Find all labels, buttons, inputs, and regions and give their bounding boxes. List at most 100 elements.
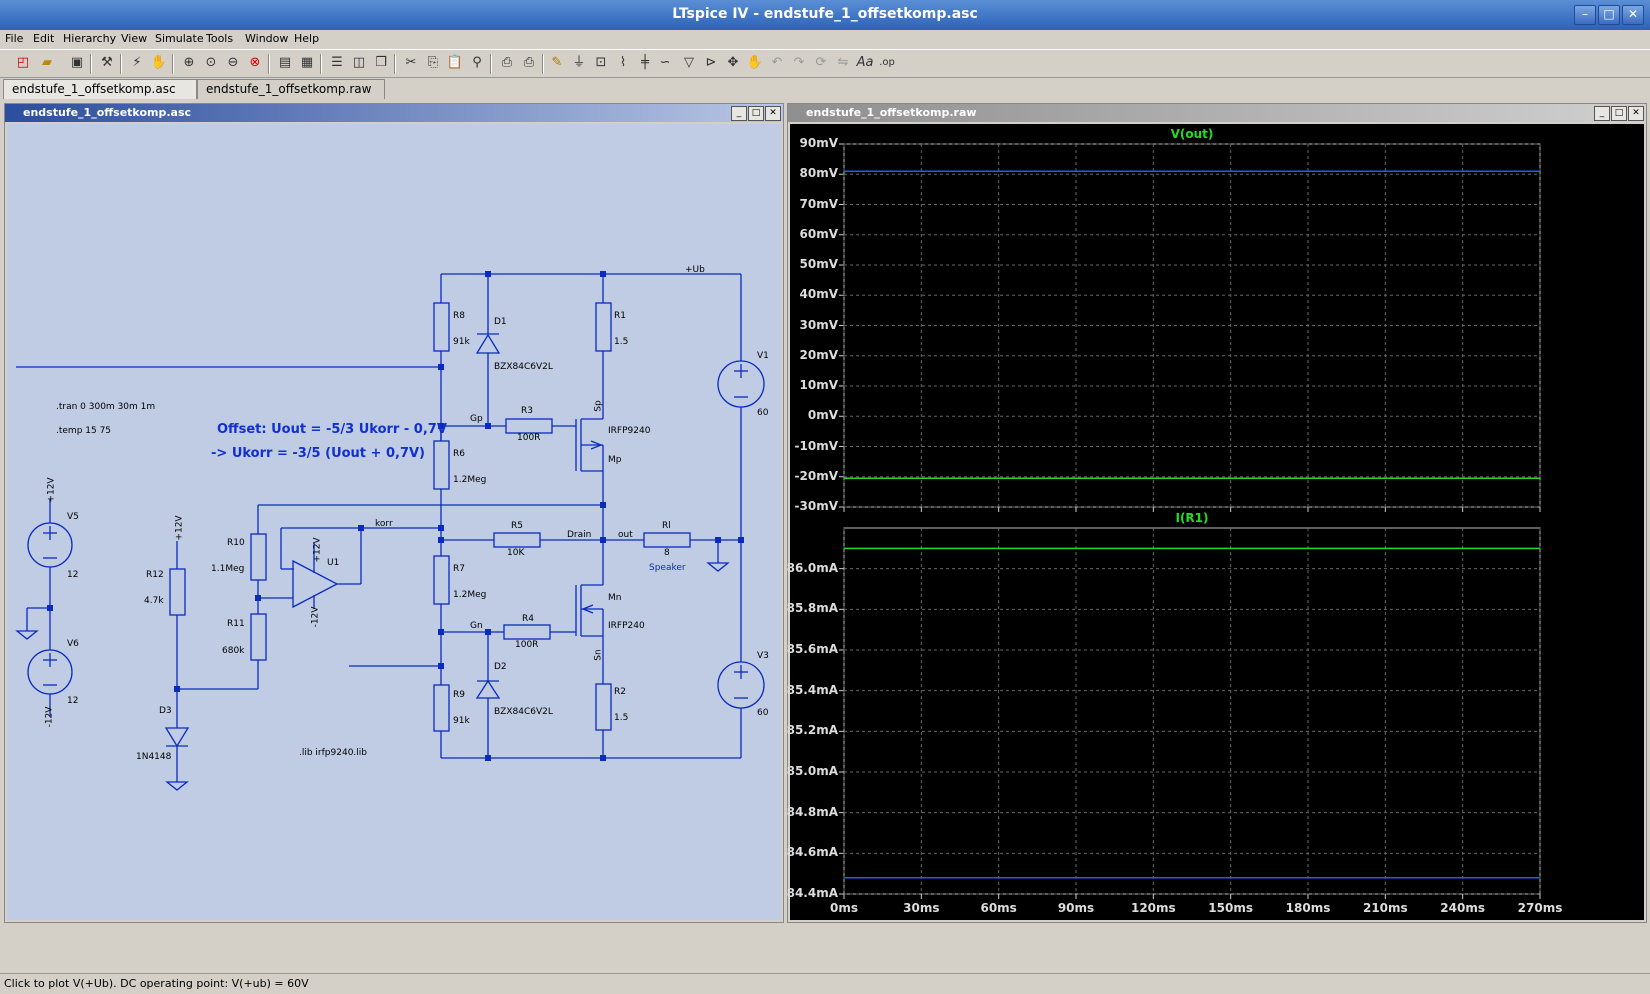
menu-edit[interactable]: Edit — [33, 32, 55, 45]
wire-icon[interactable]: ✎ — [551, 55, 563, 70]
label-V6-value: 12 — [67, 696, 79, 706]
cascade-icon[interactable]: ❐ — [375, 55, 387, 70]
menu-help[interactable]: Help — [294, 32, 320, 45]
label-korr: korr — [375, 519, 393, 529]
grid-icon[interactable]: ▦ — [300, 55, 314, 70]
open-icon[interactable]: ▰ — [42, 55, 52, 70]
cut-icon[interactable]: ✂ — [405, 55, 417, 70]
schematic-maximize-button[interactable]: □ — [748, 106, 764, 121]
zoom-in-icon[interactable]: ⊕ — [183, 55, 195, 70]
label-R11-value: 680k — [222, 646, 245, 656]
pan-icon[interactable]: ⊙ — [205, 55, 217, 70]
label-V5-value: 12 — [67, 570, 79, 580]
autorange-icon[interactable]: ▤ — [278, 55, 292, 70]
directive-temp[interactable]: .temp 15 75 — [56, 426, 112, 436]
label-R1: R1 — [614, 311, 626, 321]
label-V1-value: 60 — [757, 408, 769, 418]
menu-file[interactable]: File — [5, 32, 24, 45]
label-R8-value: 91k — [453, 337, 470, 347]
toolbar-separator — [490, 54, 492, 74]
toolbar: ◰ ▰ ▣ ⚒ ⚡ ✋ ⊕ ⊙ ⊖ ⊗ ▤ ▦ ☰ ◫ ❐ ✂ ⎘ 📋 ⚲ ⎙ … — [0, 49, 1650, 78]
run-icon[interactable]: ⚡ — [132, 55, 142, 70]
halt-icon[interactable]: ✋ — [150, 55, 168, 70]
waveform-minimize-button[interactable]: _ — [1594, 106, 1610, 121]
label-V5-supply: +12V — [46, 477, 57, 503]
copy-icon[interactable]: ⎘ — [427, 55, 439, 70]
zoom-out-icon[interactable]: ⊖ — [227, 55, 239, 70]
ground-icon[interactable]: ⏚ — [572, 55, 586, 70]
capacitor-icon[interactable]: ╪ — [641, 55, 649, 70]
schematic-close-button[interactable]: ✕ — [765, 106, 781, 121]
minimize-button[interactable]: – — [1574, 5, 1596, 25]
rotate-icon[interactable]: ⟳ — [815, 55, 827, 70]
label-V1: V1 — [757, 351, 769, 361]
drag-icon[interactable]: ✋ — [746, 55, 764, 70]
toolbar-separator — [320, 54, 322, 74]
tab-schematic[interactable]: endstufe_1_offsetkomp.asc — [3, 79, 197, 99]
label-R9: R9 — [453, 690, 465, 700]
print-icon[interactable]: ⎙ — [523, 55, 535, 70]
tab-bar: endstufe_1_offsetkomp.asc endstufe_1_off… — [0, 78, 1650, 100]
label-R6: R6 — [453, 449, 465, 459]
tab-waveform[interactable]: endstufe_1_offsetkomp.raw — [197, 79, 385, 99]
diode-icon[interactable]: ▽ — [684, 55, 694, 70]
label-Speaker: Speaker — [649, 563, 686, 573]
component-icon[interactable]: ⊳ — [705, 55, 717, 70]
find-icon[interactable]: ⚲ — [472, 55, 482, 70]
schematic-window: endstufe_1_offsetkomp.asc _ □ ✕ — [4, 103, 784, 923]
spice-directive-icon[interactable]: .op — [879, 57, 895, 68]
menu-simulate[interactable]: Simulate — [155, 32, 204, 45]
tile-horizontal-icon[interactable]: ☰ — [331, 55, 343, 70]
tile-vertical-icon[interactable]: ◫ — [352, 55, 366, 70]
menu-hierarchy[interactable]: Hierarchy — [63, 32, 117, 45]
waveform-close-button[interactable]: ✕ — [1628, 106, 1644, 121]
toolbar-separator — [90, 54, 92, 74]
new-schematic-icon[interactable]: ◰ — [16, 55, 30, 70]
waveform-maximize-button[interactable]: □ — [1611, 106, 1627, 121]
comment-offset[interactable]: Offset: Uout = -5/3 Ukorr - 0,7V — [217, 422, 447, 437]
menu-view[interactable]: View — [121, 32, 148, 45]
paste-icon[interactable]: 📋 — [446, 55, 464, 70]
move-icon[interactable]: ✥ — [727, 55, 739, 70]
label-R7-value: 1.2Meg — [453, 590, 487, 600]
label-D1: D1 — [494, 317, 507, 327]
waveform-plots[interactable] — [790, 124, 1644, 920]
status-bar: Click to plot V(+Ub). DC operating point… — [0, 973, 1650, 994]
window-title: LTspice IV - endstufe_1_offsetkomp.asc — [672, 6, 978, 22]
control-panel-icon[interactable]: ⚒ — [101, 55, 113, 70]
label-R4-value: 100R — [515, 640, 539, 650]
text-icon[interactable]: Aa — [856, 55, 874, 70]
label-Gn: Gn — [470, 621, 483, 631]
toolbar-separator — [120, 54, 122, 74]
comment-ukorr[interactable]: -> Ukorr = -3/5 (Uout + 0,7V) — [211, 446, 425, 461]
label-R7: R7 — [453, 564, 465, 574]
label-R2-value: 1.5 — [614, 713, 629, 723]
label-R12-value: 4.7k — [144, 596, 164, 606]
close-button[interactable]: ✕ — [1622, 5, 1644, 25]
inductor-icon[interactable]: ∽ — [659, 55, 671, 70]
directive-lib[interactable]: .lib irfp9240.lib — [299, 748, 367, 758]
directive-tran[interactable]: .tran 0 300m 30m 1m — [56, 402, 156, 412]
label-D3: D3 — [159, 706, 172, 716]
label-U1: U1 — [327, 558, 340, 568]
label-V3: V3 — [757, 651, 769, 661]
undo-icon[interactable]: ↶ — [771, 55, 783, 70]
label-net-icon[interactable]: ⊡ — [595, 55, 607, 70]
schematic-labels: R8 91k D1 BZX84C6V2L R1 1.5 V1 60 +Ub Sp… — [5, 104, 783, 922]
label-D2-model: BZX84C6V2L — [494, 707, 553, 717]
schematic-minimize-button[interactable]: _ — [731, 106, 747, 121]
label-U1-vplus: +12V — [312, 537, 323, 563]
menu-tools[interactable]: Tools — [206, 32, 234, 45]
resistor-icon[interactable]: ⌇ — [619, 55, 627, 70]
maximize-button[interactable]: □ — [1598, 5, 1620, 25]
zoom-fit-icon[interactable]: ⊗ — [249, 55, 261, 70]
menu-window[interactable]: Window — [245, 32, 289, 45]
print-preview-icon[interactable]: ⎙ — [501, 55, 513, 70]
schematic-canvas[interactable] — [7, 124, 781, 920]
label-R11: R11 — [227, 619, 245, 629]
mirror-icon[interactable]: ⇋ — [837, 55, 849, 70]
save-icon[interactable]: ▣ — [70, 55, 84, 70]
redo-icon[interactable]: ↷ — [793, 55, 805, 70]
